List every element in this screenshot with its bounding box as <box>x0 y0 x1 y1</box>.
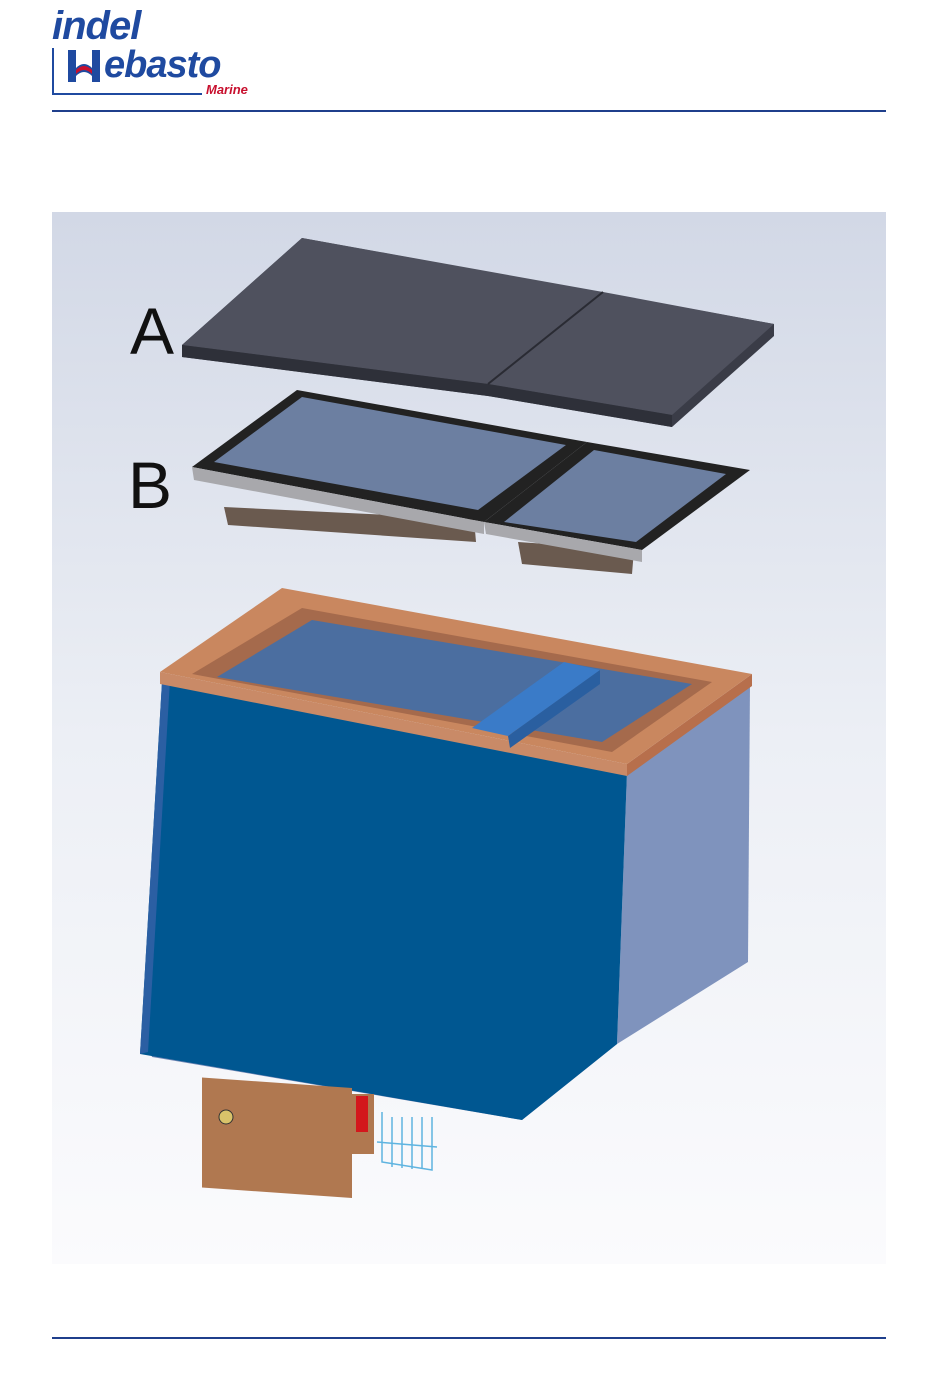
header-rule <box>52 110 886 112</box>
webasto-w-mark-icon <box>64 46 104 86</box>
logo-text-webasto: ebasto <box>104 44 220 87</box>
logo-frame-bottom <box>52 93 202 95</box>
logo-frame-left <box>52 48 54 94</box>
label-b: B <box>128 448 172 522</box>
footer-rule <box>52 1337 886 1339</box>
exploded-refrigerator-figure: A B <box>52 212 886 1264</box>
label-a: A <box>130 294 174 368</box>
indel-webasto-marine-logo: indel ebasto Marine <box>52 4 272 100</box>
logo-text-marine: Marine <box>206 82 248 97</box>
figure-drawing: A B <box>52 212 886 1264</box>
logo-text-indel: indel <box>52 4 140 49</box>
